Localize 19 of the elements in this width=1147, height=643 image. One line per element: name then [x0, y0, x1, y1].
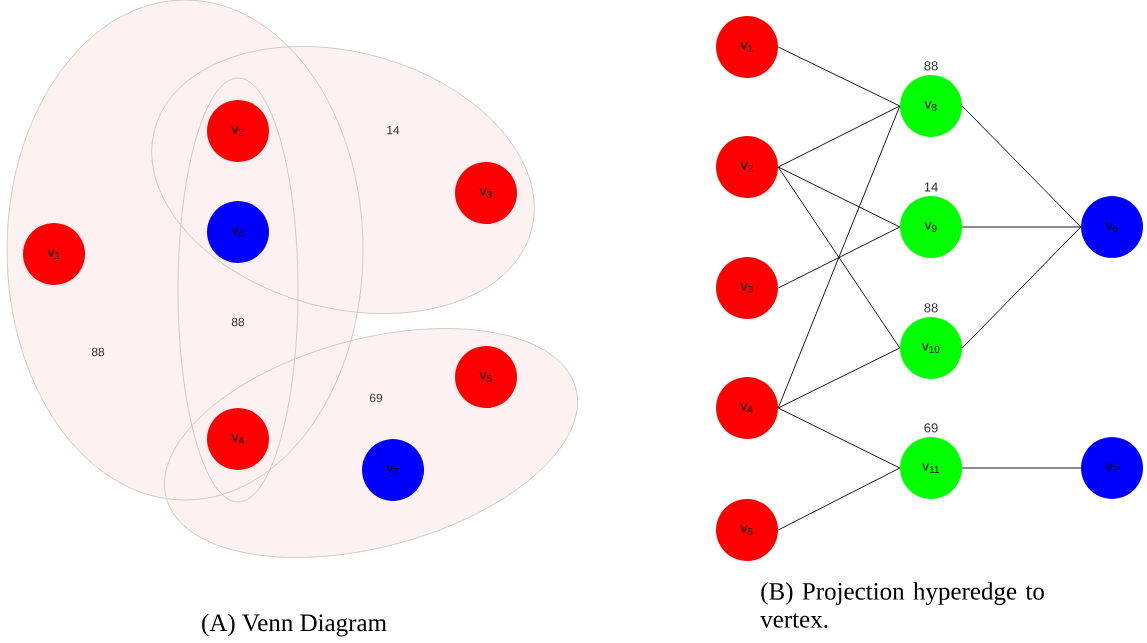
weight-label: 14: [924, 182, 938, 192]
edge-line: [777, 105, 901, 168]
edge-line: [777, 226, 901, 289]
edge-line: [777, 166, 901, 349]
edge-line: [961, 467, 1082, 469]
edge-line: [961, 226, 1082, 228]
edge-line: [777, 46, 901, 107]
edge-line: [961, 226, 1082, 349]
edge-line: [961, 105, 1082, 228]
weight-label: 69: [924, 423, 938, 433]
weight-label: 88: [924, 303, 938, 313]
edge-line: [777, 166, 901, 228]
weight-label: 88: [924, 61, 938, 71]
subfigure-caption: (B) Projection hyperedge to vertex.: [760, 582, 1044, 628]
subfigure-caption: (A) Venn Diagram: [202, 613, 387, 637]
edge-line: [777, 347, 901, 409]
edge-line: [777, 105, 901, 409]
edge-line: [777, 407, 901, 469]
edge-line: [777, 467, 901, 531]
